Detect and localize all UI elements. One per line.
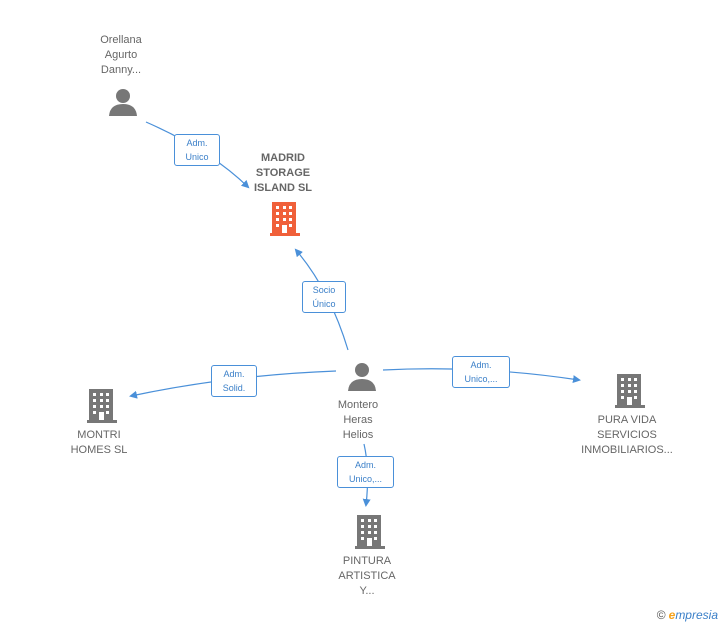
label-line: HOMES SL xyxy=(70,444,128,456)
label-line: Y... xyxy=(359,585,375,597)
brand-logo: ©empresia xyxy=(657,608,718,622)
edge-label-line: Adm. xyxy=(186,138,208,148)
copyright-icon: © xyxy=(656,608,666,622)
edge-label-montero-montri[interactable]: Adm. Solid. xyxy=(211,365,257,397)
edge-label-line: Adm. xyxy=(354,460,376,470)
label-line: Montero xyxy=(337,399,379,411)
person-icon xyxy=(348,363,376,391)
edge-label-line: Adm. xyxy=(223,369,245,379)
label-line: PINTURA xyxy=(342,555,392,567)
edge-label-line: Adm. xyxy=(470,360,492,370)
label-line: Agurto xyxy=(104,49,138,61)
person-icon xyxy=(109,89,137,116)
edge-label-line: Socio xyxy=(312,285,336,295)
edge-label-montero-pura[interactable]: Adm. Unico,... xyxy=(452,356,510,388)
edge-label-montero-main[interactable]: Socio Único xyxy=(302,281,346,313)
node-label-orellana[interactable]: Orellana Agurto Danny... xyxy=(71,33,171,78)
label-line: SERVICIOS xyxy=(597,429,657,441)
edge-label-line: Solid. xyxy=(222,383,246,393)
building-icon xyxy=(615,374,645,408)
edge-label-line: Unico,... xyxy=(348,474,382,484)
label-line: Heras xyxy=(343,414,373,426)
edge-label-orellana-main[interactable]: Adm. Unico xyxy=(174,134,220,166)
brand-name: mpresia xyxy=(675,608,718,622)
label-line: Danny... xyxy=(100,64,142,76)
node-label-montero[interactable]: Montero Heras Helios xyxy=(308,398,408,443)
edge-label-line: Unico xyxy=(185,152,209,162)
building-icon xyxy=(355,515,385,549)
node-label-pura-vida[interactable]: PURA VIDA SERVICIOS INMOBILIARIOS... xyxy=(567,413,687,458)
brand-initial: e xyxy=(668,608,676,622)
node-label-main-company[interactable]: MADRID STORAGE ISLAND SL xyxy=(233,151,333,196)
label-line: Orellana xyxy=(100,34,142,46)
label-line: Helios xyxy=(342,429,374,441)
node-label-pintura[interactable]: PINTURA ARTISTICA Y... xyxy=(317,554,417,599)
building-icon xyxy=(87,389,117,423)
label-line: STORAGE xyxy=(255,167,311,179)
label-line: MADRID xyxy=(261,152,305,164)
node-label-montri[interactable]: MONTRI HOMES SL xyxy=(49,428,149,458)
label-line: MONTRI xyxy=(77,429,121,441)
label-line: ISLAND SL xyxy=(253,182,313,194)
label-line: INMOBILIARIOS... xyxy=(581,444,673,456)
label-line: PURA VIDA xyxy=(597,414,657,426)
edge-label-line: Único xyxy=(312,299,336,309)
edge-label-montero-pintura[interactable]: Adm. Unico,... xyxy=(337,456,394,488)
edge-label-line: Unico,... xyxy=(464,374,498,384)
building-icon-main xyxy=(270,202,300,236)
label-line: ARTISTICA xyxy=(338,570,396,582)
